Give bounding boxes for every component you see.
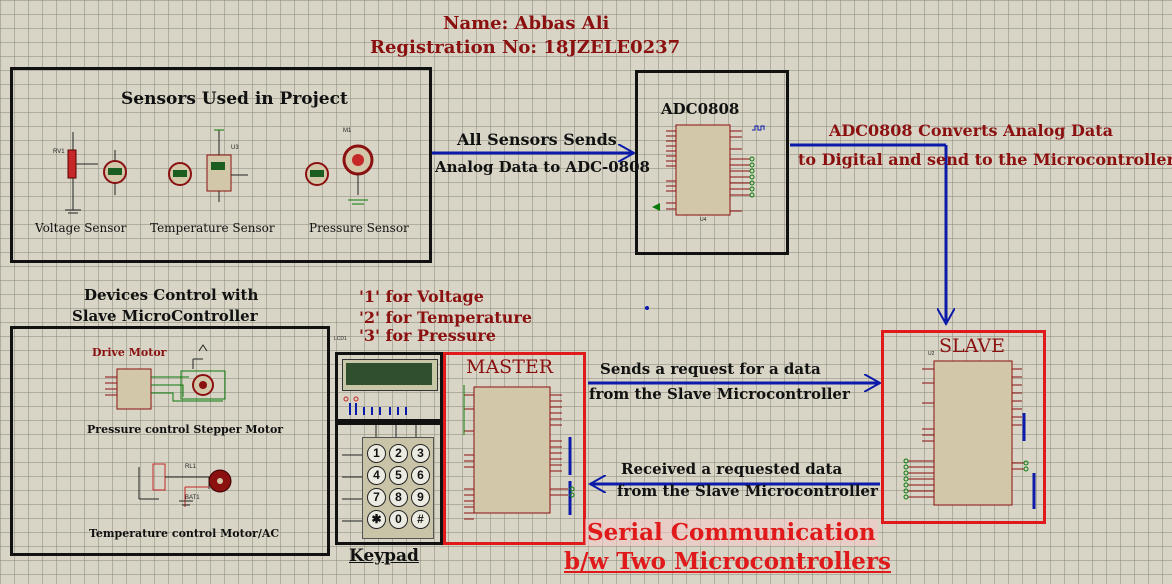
master-chip-icon [463, 385, 575, 520]
pressure-sensor-label: Pressure Sensor [309, 221, 409, 235]
lcd-box [335, 352, 443, 422]
driver-chip-icon [105, 344, 223, 410]
lcd-frame [342, 359, 438, 391]
mode-temperature: '2' for Temperature [359, 308, 533, 327]
lcd-screen [346, 363, 432, 385]
request-label-2: from the Slave Microcontroller [589, 385, 850, 403]
stepper-motor-icon [180, 370, 226, 400]
keypad-key[interactable]: 5 [389, 466, 408, 485]
keypad-label: Keypad [349, 546, 419, 566]
adc-arrow-label-2: to Digital and send to the Microcontroll… [798, 150, 1172, 169]
keypad-key[interactable]: 8 [389, 488, 408, 507]
voltmeter-icon [103, 150, 127, 195]
device-schematics: RL1 BAT1 [105, 344, 232, 507]
drive-motor-label: Drive Motor [92, 346, 167, 359]
motor-ac-label: Temperature control Motor/AC [89, 527, 280, 540]
keypad-key[interactable]: 3 [411, 444, 430, 463]
sensors-arrow-label-2: Analog Data to ADC-0808 [435, 158, 650, 176]
devices-heading-2: Slave MicroController [72, 307, 258, 325]
registration-number: Registration No: 18JZELE0237 [370, 37, 681, 58]
potentiometer-icon [65, 132, 98, 214]
rl1-ref: RL1 [185, 464, 197, 470]
slave-box: SLAVE U2 [881, 330, 1046, 524]
keypad-key[interactable]: 1 [367, 444, 386, 463]
keypad-pins [342, 425, 417, 522]
master-box: MASTER [443, 352, 586, 545]
keypad-key[interactable]: 4 [367, 466, 386, 485]
sensors-box-title: Sensors Used in Project [121, 89, 348, 109]
keypad-key[interactable]: 7 [367, 488, 386, 507]
received-label-1: Received a requested data [621, 460, 843, 478]
rv1-ref: RV1 [53, 149, 65, 155]
keypad-key[interactable]: 0 [389, 510, 408, 529]
keypad-key[interactable]: 9 [411, 488, 430, 507]
keypad-key[interactable]: 6 [411, 466, 430, 485]
adc-chip-icon [652, 124, 765, 216]
lcd-ref: LCD1 [334, 336, 347, 342]
keypad-key[interactable]: ✱ [367, 510, 386, 529]
slave-title: SLAVE [939, 335, 1005, 357]
lm35-chip-icon [206, 129, 248, 202]
footer-line-1: Serial Communication [585, 519, 878, 546]
devices-box: Drive Motor RL1 BAT1 Pres [10, 326, 330, 556]
author-name: Name: Abbas Ali [443, 13, 610, 34]
master-title: MASTER [466, 356, 554, 378]
m1-ref: M1 [343, 128, 352, 134]
received-label-2: from the Slave Microcontroller [617, 482, 878, 500]
adc-arrow-label-1: ADC0808 Converts Analog Data [829, 121, 1113, 140]
keypad-key[interactable]: 2 [389, 444, 408, 463]
temperature-sensor-label: Temperature Sensor [150, 221, 275, 235]
junction-dot [645, 306, 649, 310]
sensor-schematics: RV1 U3 M1 [53, 128, 374, 214]
mode-pressure: '3' for Pressure [359, 326, 496, 345]
bat1-ref: BAT1 [185, 495, 200, 501]
u3-ref: U3 [231, 145, 239, 151]
relay-icon [138, 463, 210, 507]
sensors-arrow-label-1: All Sensors Sends [457, 130, 617, 149]
adc-title: ADC0808 [661, 100, 740, 118]
footer-line-2: b/w Two Microcontrollers [564, 548, 892, 575]
stepper-label: Pressure control Stepper Motor [87, 423, 284, 436]
keypad-key[interactable]: # [411, 510, 430, 529]
voltage-sensor-label: Voltage Sensor [35, 221, 127, 235]
adc-box: ADC0808 U4 [635, 70, 789, 255]
mode-voltage: '1' for Voltage [359, 287, 484, 306]
sensors-box: Sensors Used in Project RV1 [10, 67, 432, 263]
slave-ref: U2 [928, 351, 935, 357]
dc-motor-icon [208, 469, 232, 493]
pressure-gauge-icon [305, 144, 374, 205]
devices-heading-1: Devices Control with [84, 286, 259, 304]
request-label-1: Sends a request for a data [600, 360, 821, 378]
lcd-pins [343, 396, 407, 415]
adc-ref: U4 [700, 217, 707, 223]
thermometer-icon [168, 162, 192, 186]
slave-chip-icon [903, 360, 1036, 509]
